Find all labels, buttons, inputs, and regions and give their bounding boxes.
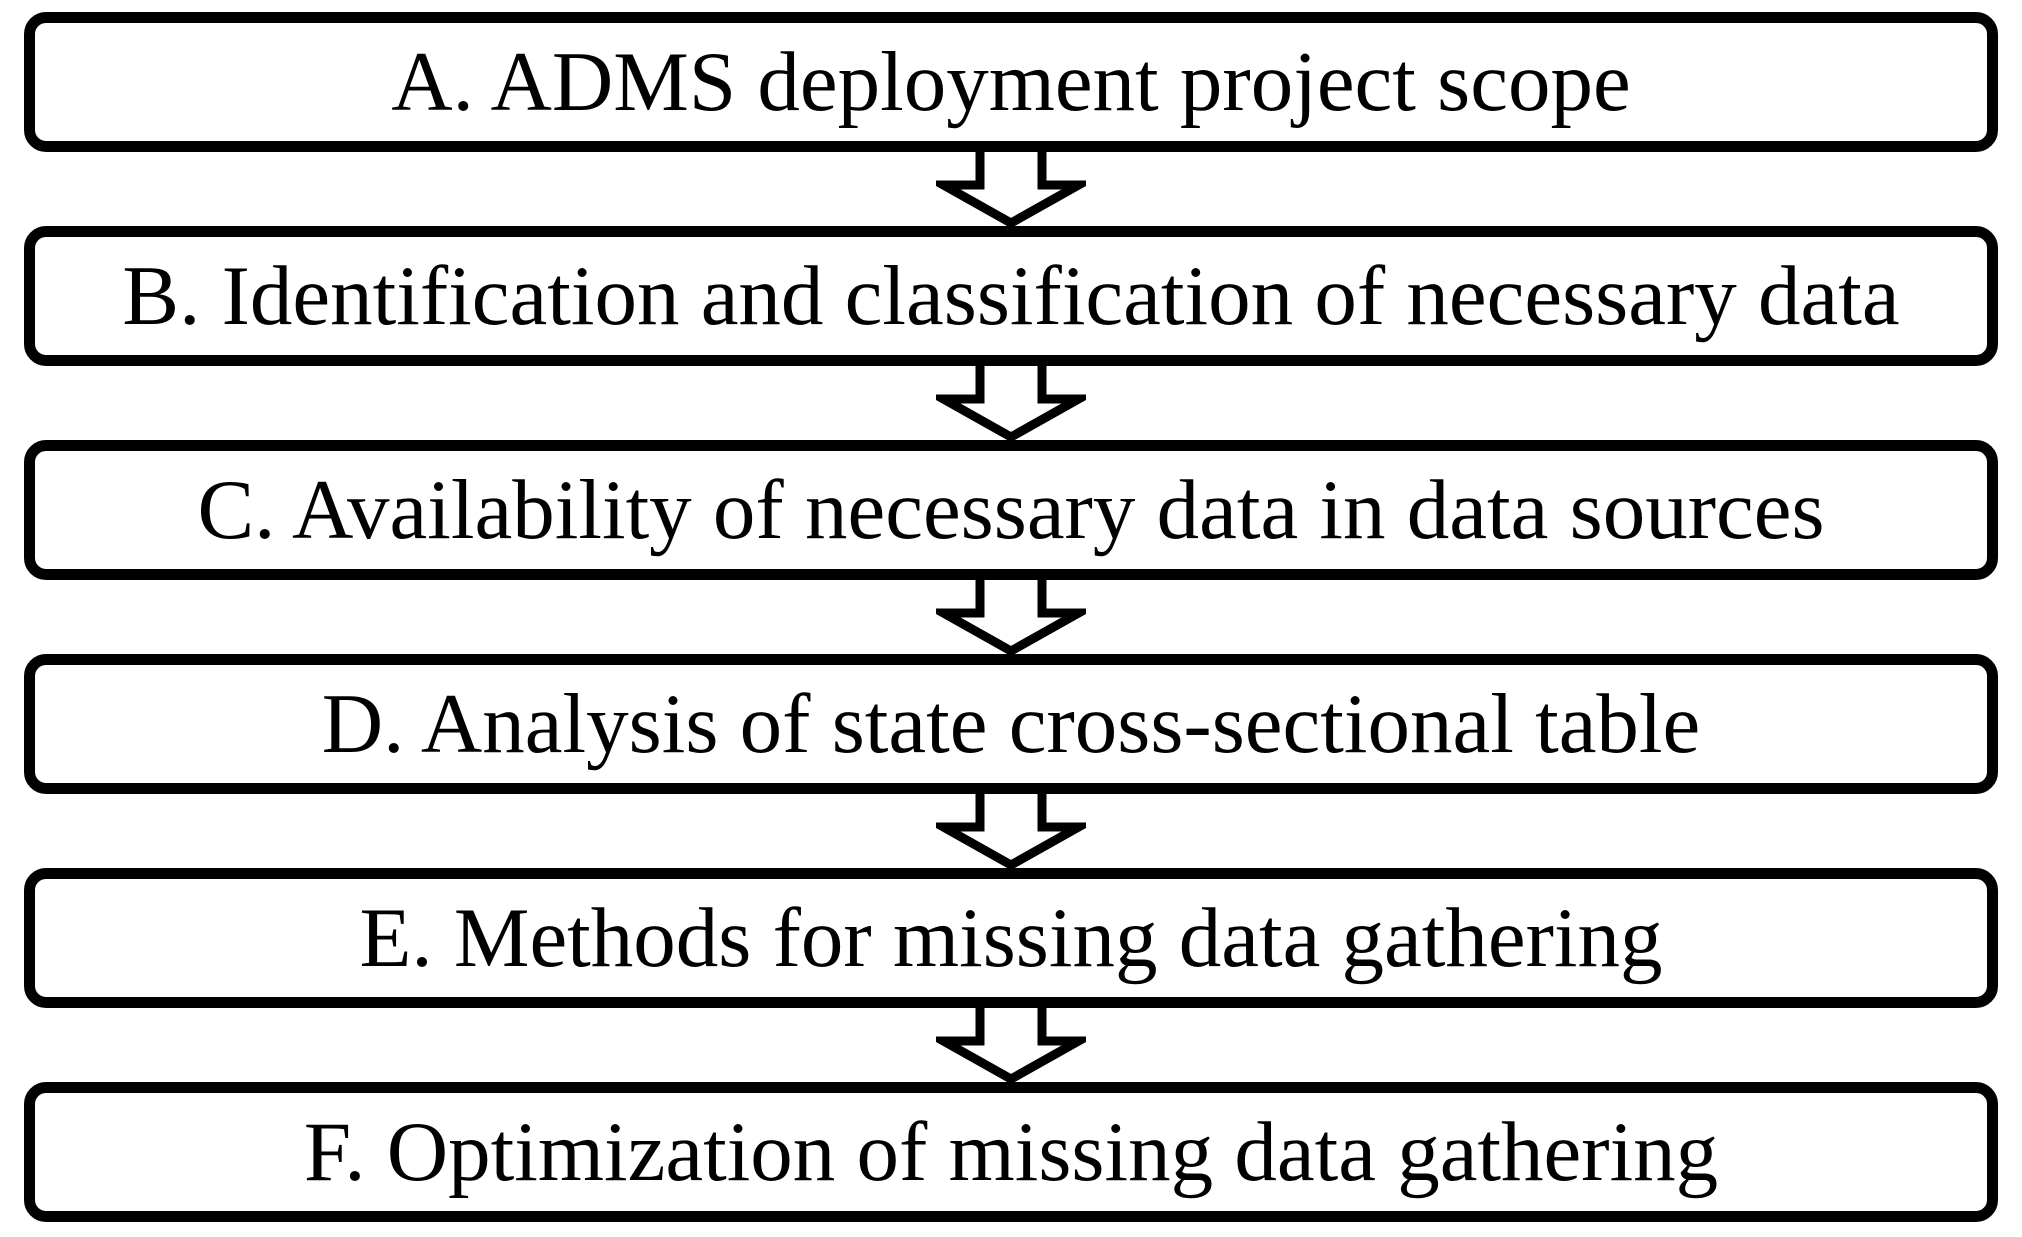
flow-step-f: F. Optimization of missing data gatherin…	[24, 1082, 1998, 1222]
down-arrow-icon	[936, 794, 1086, 868]
flow-step-e: E. Methods for missing data gathering	[24, 868, 1998, 1008]
down-arrow-icon	[936, 1008, 1086, 1082]
flow-step-d: D. Analysis of state cross-sectional tab…	[24, 654, 1998, 794]
flow-step-b-label: B. Identification and classification of …	[122, 248, 1900, 343]
down-arrow-icon	[936, 152, 1086, 226]
down-arrow-icon	[936, 580, 1086, 654]
flow-step-d-label: D. Analysis of state cross-sectional tab…	[321, 676, 1701, 771]
flow-step-b: B. Identification and classification of …	[24, 226, 1998, 366]
flow-step-a: A. ADMS deployment project scope	[24, 12, 1998, 152]
flow-step-f-label: F. Optimization of missing data gatherin…	[303, 1104, 1719, 1199]
flow-step-a-label: A. ADMS deployment project scope	[391, 34, 1631, 129]
flow-step-c-label: C. Availability of necessary data in dat…	[197, 462, 1825, 557]
down-arrow-icon	[936, 366, 1086, 440]
flow-step-e-label: E. Methods for missing data gathering	[359, 890, 1663, 985]
flow-step-c: C. Availability of necessary data in dat…	[24, 440, 1998, 580]
